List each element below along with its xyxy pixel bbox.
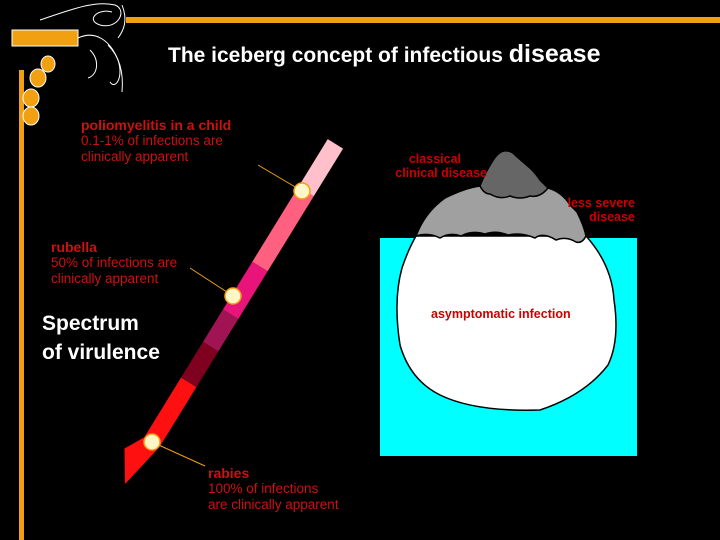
rubella-line2: clinically apparent [51,270,159,286]
slide-title: The iceberg concept of infectious diseas… [168,40,600,69]
less-severe-disease-label: less severe disease [535,196,635,225]
marker-rubella [224,287,242,305]
spectrum-of-virulence-label: Spectrum of virulence [42,309,160,368]
polio-line1: 0.1-1% of infections are [81,133,223,149]
classical-line2: clinical disease [395,165,487,180]
iceberg-underwater [396,235,617,411]
rabies-label: rabies 100% of infections are clinically… [208,465,339,512]
orange-dot [29,68,47,88]
polio-label: poliomyelitis in a child 0.1-1% of infec… [81,117,231,164]
spectrum-segment-light [298,139,344,197]
spectrum-segment-maroon [181,341,219,388]
rubella-line1: 50% of infections are [51,255,178,271]
top-accent-bar [126,17,720,23]
callout-line [151,441,206,467]
left-accent-bar [19,70,24,540]
curly-line [117,4,126,39]
less-severe-line2: disease [589,209,635,224]
spectrum-segment-purple [203,309,239,352]
curly-line [39,3,122,27]
polio-line2: clinically apparent [81,148,189,164]
curly-line [87,44,123,93]
classical-disease-label: classical clinical disease [372,152,487,181]
iceberg-classical-tip [479,150,550,199]
rabies-line1: 100% of infections [208,481,319,497]
less-severe-line1: less severe [567,196,635,210]
orange-dot [40,55,56,73]
rabies-name: rabies [208,465,250,481]
marker-rabies [143,433,161,451]
classical-line1: classical [408,152,461,166]
spectrum-segment-red [144,377,197,447]
spectrum-segment-pink [252,186,314,272]
asymptomatic-infection-label: asymptomatic infection [431,307,571,321]
rubella-label: rubella 50% of infections are clinically… [51,239,177,286]
rubella-name: rubella [51,239,97,255]
orange-dot [22,106,40,126]
polio-name: poliomyelitis in a child [81,117,232,133]
spectrum-line1: Spectrum [42,312,139,335]
spectrum-line2: of virulence [42,341,160,365]
title-emphasis: disease [508,40,601,68]
rabies-line2: are clinically apparent [208,496,339,512]
title-main: The iceberg concept of infectious [168,44,503,67]
marker-polio [293,182,311,200]
